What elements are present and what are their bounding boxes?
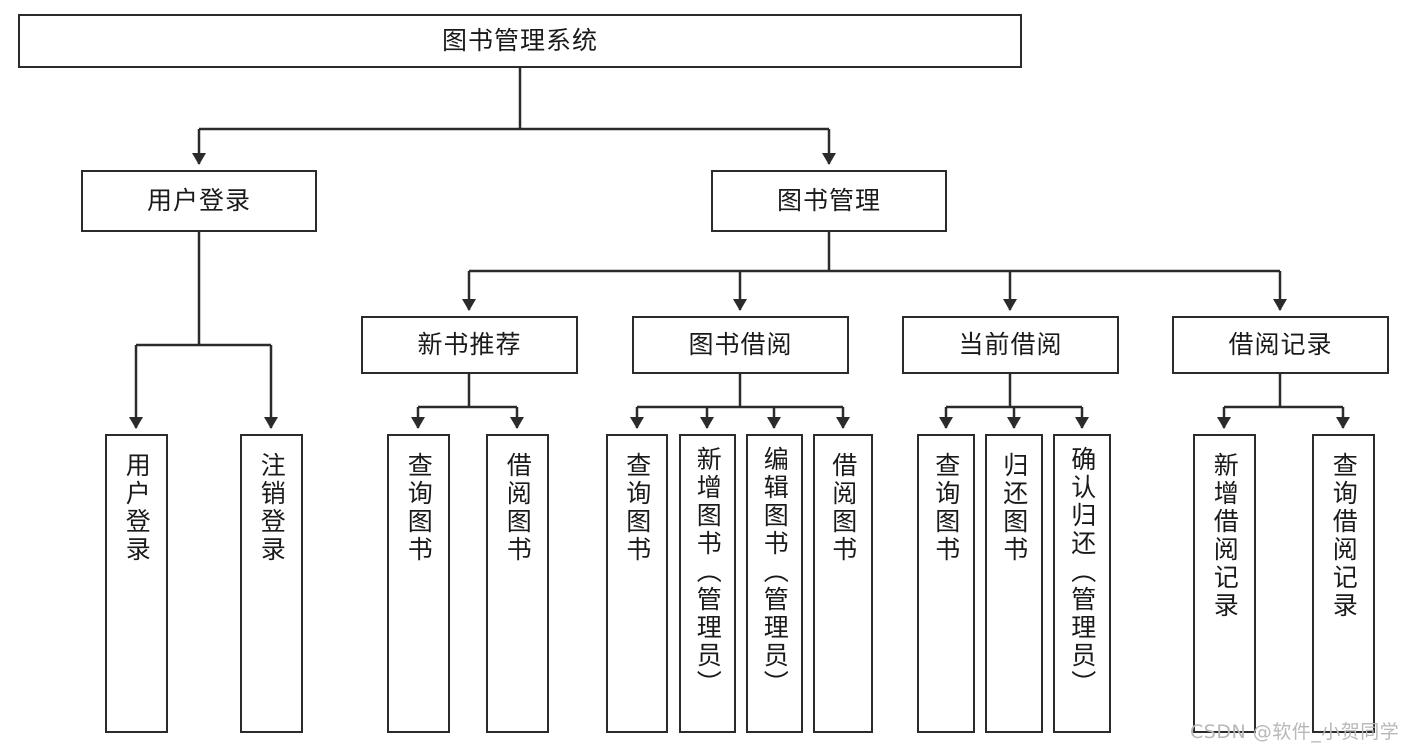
node-leaf-borrow-book-recommend[interactable]: 借阅图书 [486, 434, 549, 733]
node-label: 确认归还（管理员） [1067, 446, 1097, 698]
node-label: 用户登录 [146, 186, 251, 216]
node-user-login[interactable]: 用户登录 [81, 170, 317, 232]
node-leaf-query-book-borrow[interactable]: 查询图书 [606, 434, 668, 733]
node-label: 借阅图书 [503, 452, 533, 564]
node-leaf-query-borrow-record[interactable]: 查询借阅记录 [1312, 434, 1375, 733]
node-label: 借阅记录 [1228, 330, 1333, 360]
node-label: 查询借阅记录 [1329, 452, 1359, 620]
node-leaf-add-borrow-record[interactable]: 新增借阅记录 [1193, 434, 1256, 733]
node-new-book-recommend[interactable]: 新书推荐 [361, 316, 578, 374]
node-label: 查询图书 [931, 452, 961, 564]
node-current-borrow[interactable]: 当前借阅 [902, 316, 1119, 374]
node-label: 新增图书（管理员） [693, 446, 723, 698]
node-label: 编辑图书（管理员） [760, 446, 790, 698]
node-label: 新增借阅记录 [1210, 452, 1240, 620]
node-label: 图书借阅 [688, 330, 793, 360]
node-root-book-management-system[interactable]: 图书管理系统 [18, 14, 1022, 68]
node-leaf-add-book-admin[interactable]: 新增图书（管理员） [679, 434, 736, 733]
node-label: 图书管理 [776, 186, 881, 216]
node-borrow-record[interactable]: 借阅记录 [1172, 316, 1389, 374]
node-leaf-borrow-book[interactable]: 借阅图书 [813, 434, 873, 733]
csdn-watermark: CSDN @软件_小贺同学 [1190, 721, 1400, 743]
node-label: 图书管理系统 [441, 26, 598, 56]
node-label: 借阅图书 [828, 452, 858, 564]
node-leaf-edit-book-admin[interactable]: 编辑图书（管理员） [746, 434, 803, 733]
node-leaf-return-book[interactable]: 归还图书 [985, 434, 1043, 733]
node-leaf-query-book-current[interactable]: 查询图书 [917, 434, 975, 733]
node-label: 查询图书 [622, 452, 652, 564]
node-label: 用户登录 [122, 452, 152, 564]
node-leaf-confirm-return-admin[interactable]: 确认归还（管理员） [1053, 434, 1111, 733]
node-book-borrow[interactable]: 图书借阅 [632, 316, 849, 374]
node-label: 当前借阅 [958, 330, 1063, 360]
node-label: 新书推荐 [417, 330, 522, 360]
node-leaf-query-book-recommend[interactable]: 查询图书 [387, 434, 450, 733]
node-label: 归还图书 [999, 452, 1029, 564]
node-leaf-logout[interactable]: 注销登录 [240, 434, 303, 733]
node-book-management[interactable]: 图书管理 [711, 170, 947, 232]
node-label: 注销登录 [257, 452, 287, 564]
node-label: 查询图书 [404, 452, 434, 564]
node-leaf-user-login[interactable]: 用户登录 [105, 434, 168, 733]
